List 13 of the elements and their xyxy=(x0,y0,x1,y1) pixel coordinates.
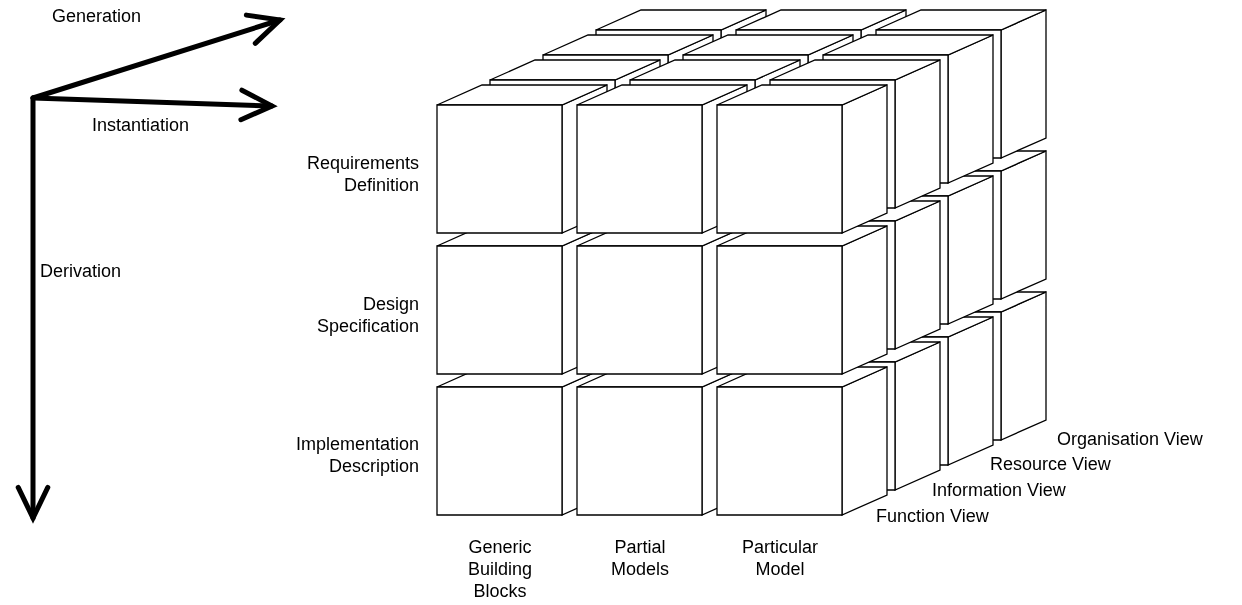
view-label: Information View xyxy=(932,479,1066,501)
view-label: Resource View xyxy=(990,453,1111,475)
axis-label: Generation xyxy=(52,5,142,27)
view-label: Organisation View xyxy=(1057,428,1203,450)
axis-label: Instantiation xyxy=(92,114,190,136)
column-label: Particular Model xyxy=(742,536,819,580)
view-label: Function View xyxy=(876,505,989,527)
row-label: Implementation Description xyxy=(296,433,420,477)
row-label: Design Specification xyxy=(317,293,420,337)
row-label: Requirements Definition xyxy=(307,152,420,196)
column-label: Partial Models xyxy=(611,536,670,580)
column-label: Generic Building Blocks xyxy=(468,536,533,602)
axis-label: Derivation xyxy=(40,260,122,282)
